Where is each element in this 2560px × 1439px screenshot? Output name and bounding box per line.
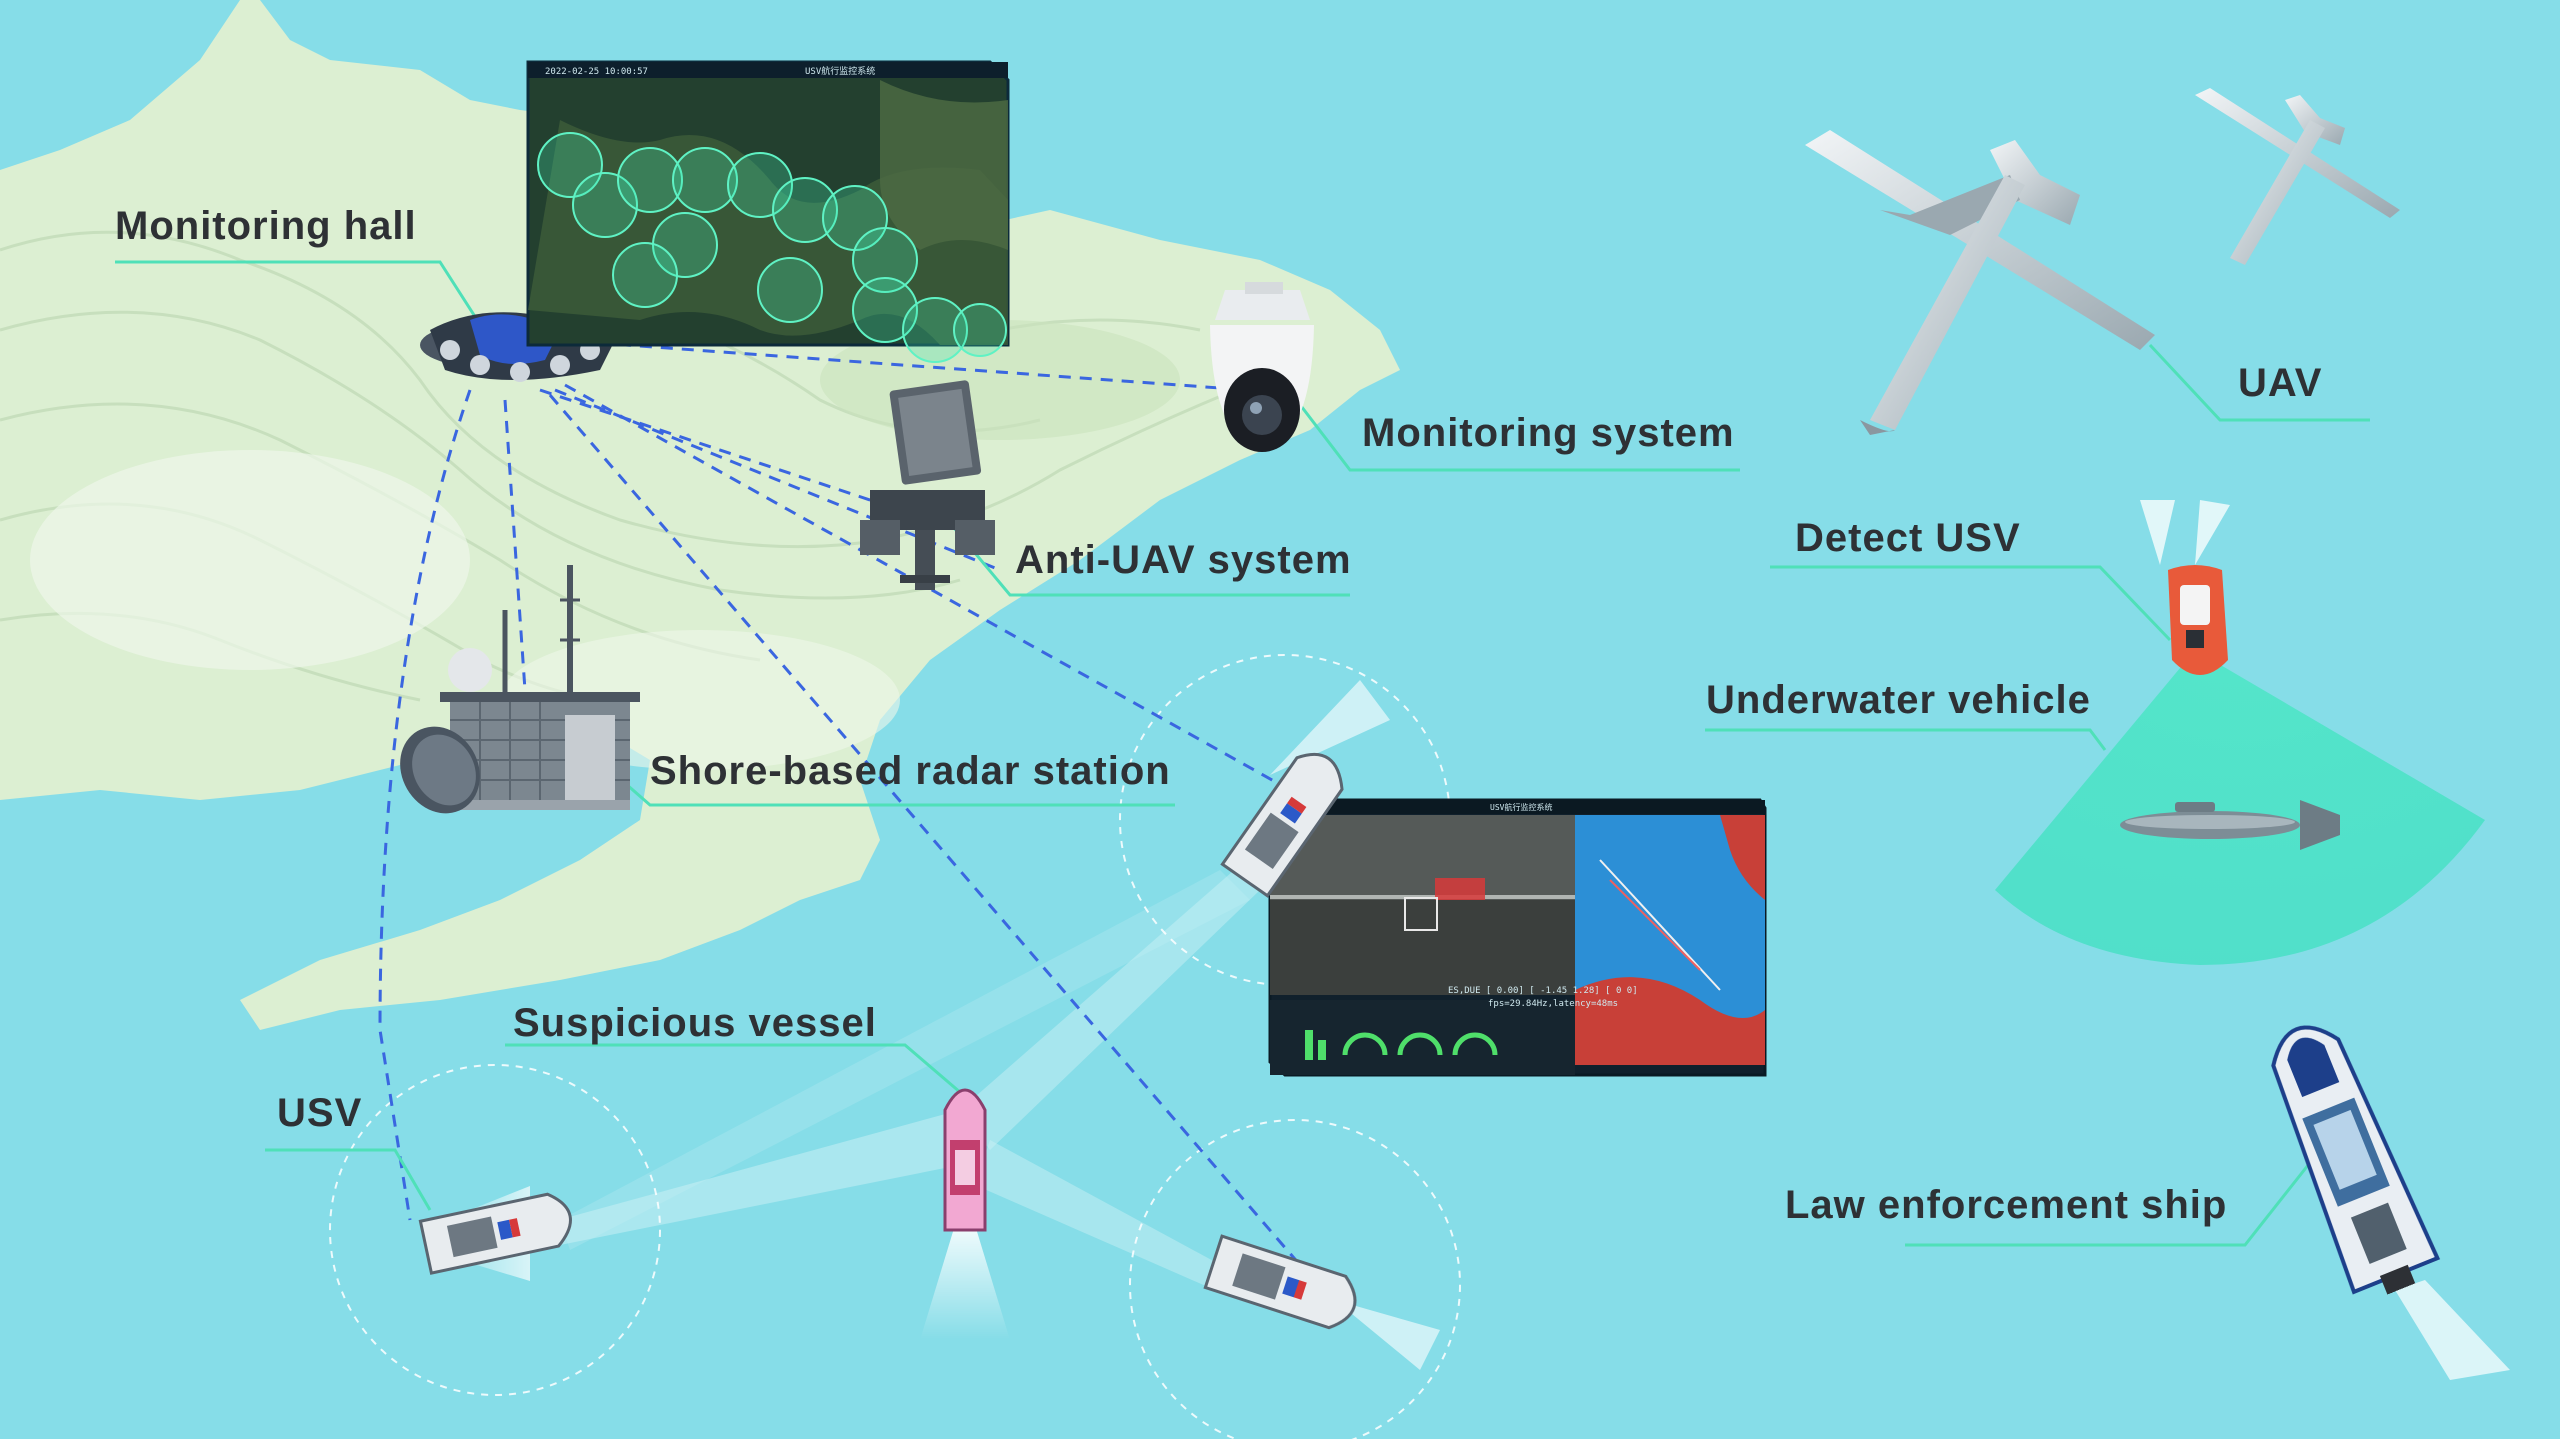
label-monitoring-system: Monitoring system [1362, 411, 1735, 455]
usv-icon [418, 1192, 572, 1275]
wake [2395, 1280, 2510, 1380]
anti-uav-icon [860, 380, 995, 590]
label-usv: USV [277, 1091, 363, 1135]
dome-camera-icon [1210, 282, 1314, 452]
usv-icon [1220, 752, 1344, 898]
uav-large-icon [1805, 130, 2155, 435]
uav-small-icon [2195, 88, 2400, 265]
wake [1335, 1300, 1440, 1370]
label-shore-radar: Shore-based radar station [650, 749, 1171, 793]
map-timestamp: 2022-02-25 10:00:57 [545, 67, 648, 77]
camera-overlay-line2: fps=29.84Hz,latency=48ms [1488, 999, 1618, 1009]
sensor-beams [540, 865, 1260, 1290]
label-law-enforcement-ship: Law enforcement ship [1785, 1183, 2228, 1227]
camera-overlay-line1: ES,DUE [ 0.00] [ -1.45 1.28] [ 0 0] [1448, 986, 1638, 996]
map-title: USV航行监控系统 [805, 65, 875, 77]
camera-title: USV航行监控系统 [1490, 802, 1552, 812]
usv-range-circle [1129, 1119, 1461, 1439]
label-anti-uav-system: Anti-UAV system [1015, 538, 1352, 582]
camera-nav-screen [1268, 798, 1767, 1077]
underwater-vehicle-icon [2120, 800, 2340, 850]
wake [1270, 680, 1390, 775]
detect-usv-icon [2168, 565, 2228, 675]
law-enforcement-ship-icon [2271, 1025, 2441, 1295]
label-underwater-vehicle: Underwater vehicle [1706, 678, 2091, 722]
usv-range-circle [329, 1064, 661, 1396]
map-screen [526, 60, 1010, 363]
label-detect-usv: Detect USV [1795, 516, 2021, 560]
radar-station-icon [400, 565, 640, 814]
suspicious-vessel-icon [943, 1088, 987, 1232]
usv-icon [1203, 1234, 1357, 1330]
sonar-cone [1995, 650, 2485, 965]
label-suspicious-vessel: Suspicious vessel [513, 1001, 877, 1045]
wake [2140, 500, 2230, 565]
wake [920, 1225, 1010, 1340]
label-uav: UAV [2238, 361, 2323, 405]
label-monitoring-hall: Monitoring hall [115, 204, 417, 248]
